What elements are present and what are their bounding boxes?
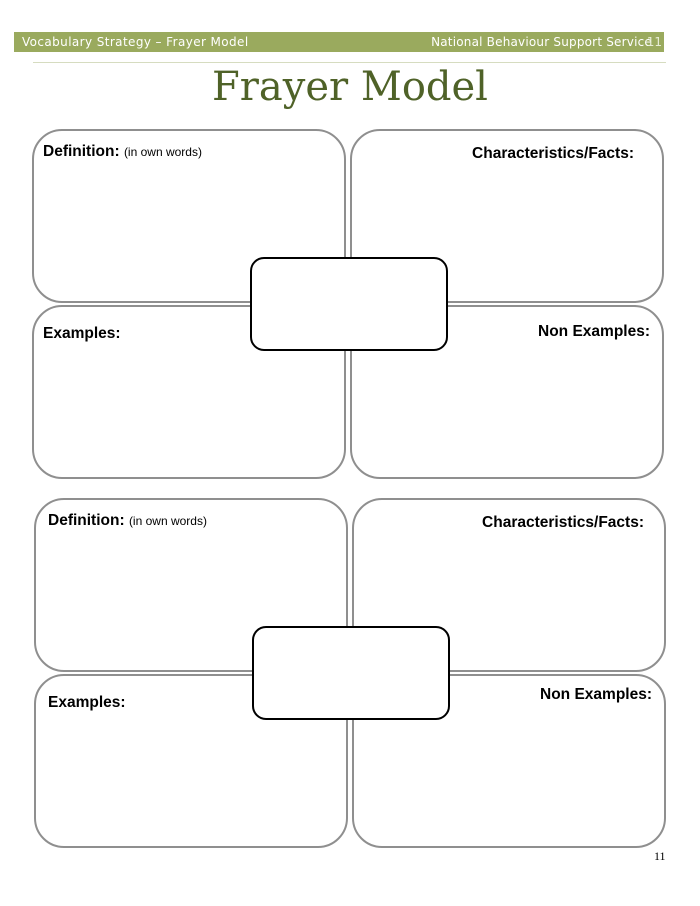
header-organisation: National Behaviour Support Service (431, 35, 652, 49)
header-document-title: Vocabulary Strategy – Frayer Model (22, 35, 249, 49)
characteristics-box[interactable]: Characteristics/Facts: (352, 498, 666, 672)
examples-box[interactable]: Examples: (34, 674, 348, 848)
characteristics-label: Characteristics/Facts: (472, 145, 634, 162)
header-page-number: 11 (646, 35, 662, 49)
frayer-model-2: Definition: (in own words) Characteristi… (34, 498, 672, 850)
header-divider (33, 62, 666, 63)
characteristics-label: Characteristics/Facts: (482, 514, 644, 531)
definition-hint: (in own words) (123, 145, 202, 159)
definition-label: Definition: (in own words) (48, 512, 207, 530)
examples-label: Examples: (48, 694, 126, 711)
frayer-model-1: Definition: (in own words) Characteristi… (32, 129, 670, 481)
definition-box[interactable]: Definition: (in own words) (32, 129, 346, 303)
word-box[interactable] (252, 626, 450, 720)
examples-label: Examples: (43, 325, 121, 342)
definition-hint: (in own words) (128, 514, 207, 528)
page-title: Frayer Model (212, 64, 488, 110)
running-header: Vocabulary Strategy – Frayer Model Natio… (14, 32, 664, 52)
definition-label: Definition: (in own words) (43, 143, 202, 161)
non-examples-label: Non Examples: (538, 323, 650, 340)
definition-title: Definition: (43, 143, 120, 160)
word-box[interactable] (250, 257, 448, 351)
non-examples-label: Non Examples: (540, 686, 652, 703)
definition-title: Definition: (48, 512, 125, 529)
page-number: 11 (654, 849, 666, 863)
